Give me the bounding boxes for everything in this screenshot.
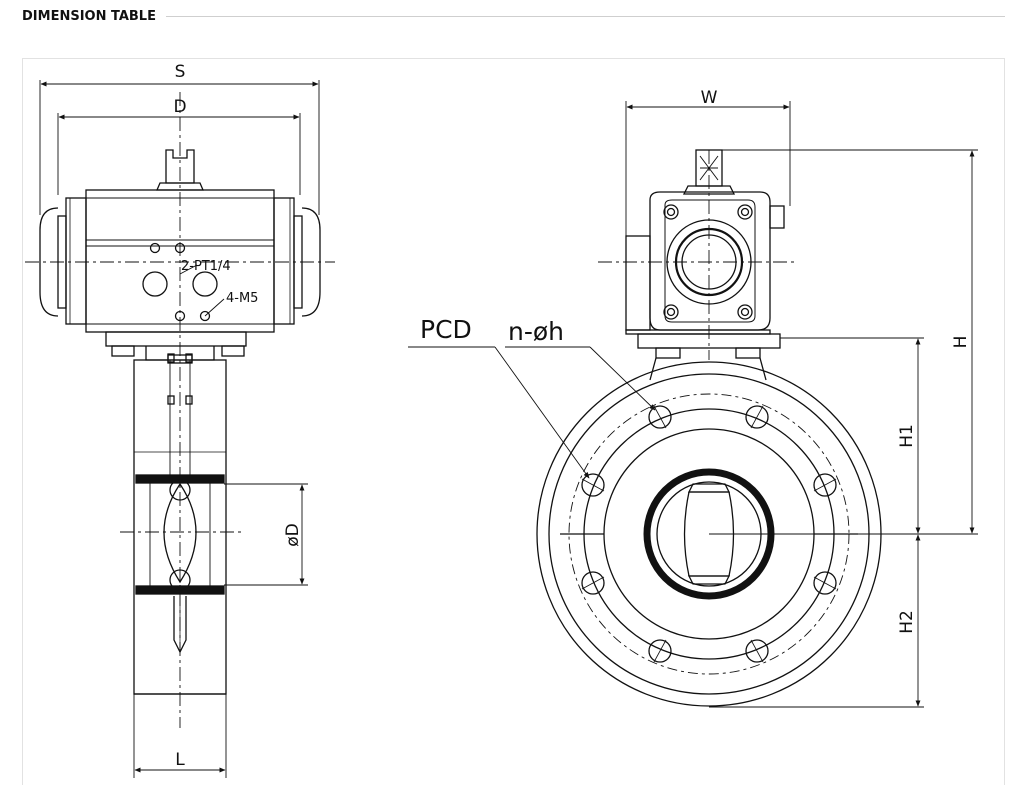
dimension-h1 (780, 337, 924, 534)
mounting-bracket (105, 331, 247, 364)
section-title: DIMENSION TABLE (22, 8, 156, 24)
label-port-note: 2-PT1/4 (181, 259, 231, 274)
label-holes: n-øh (508, 317, 564, 346)
label-thread-note: 4-M5 (226, 291, 258, 306)
label-h: H (951, 336, 971, 349)
front-view (408, 101, 978, 708)
label-w: W (701, 88, 718, 108)
front-bracket (637, 333, 781, 381)
valve-body-side (133, 353, 227, 695)
side-view (25, 80, 335, 778)
dimension-h2 (709, 534, 924, 708)
dimension-d (57, 113, 301, 195)
drawing-frame (22, 58, 1005, 785)
dimension-s (39, 80, 320, 215)
label-phi-d: øD (283, 523, 303, 547)
dimension-l (133, 694, 227, 778)
header-divider (165, 15, 1005, 17)
label-h1: H1 (897, 424, 917, 448)
label-pcd: PCD (420, 315, 472, 344)
actuator-front (625, 149, 785, 335)
label-h2: H2 (897, 610, 917, 634)
label-d: D (173, 97, 186, 117)
label-s: S (175, 62, 186, 82)
leader-pcd (408, 346, 590, 479)
actuator-body (39, 189, 321, 333)
leader-holes (505, 346, 656, 411)
dimension-h (709, 149, 978, 535)
dimension-w (625, 101, 791, 236)
dimension-phi-d (224, 483, 308, 586)
section-header: DIMENSION TABLE (22, 6, 1005, 26)
label-l: L (175, 750, 185, 770)
